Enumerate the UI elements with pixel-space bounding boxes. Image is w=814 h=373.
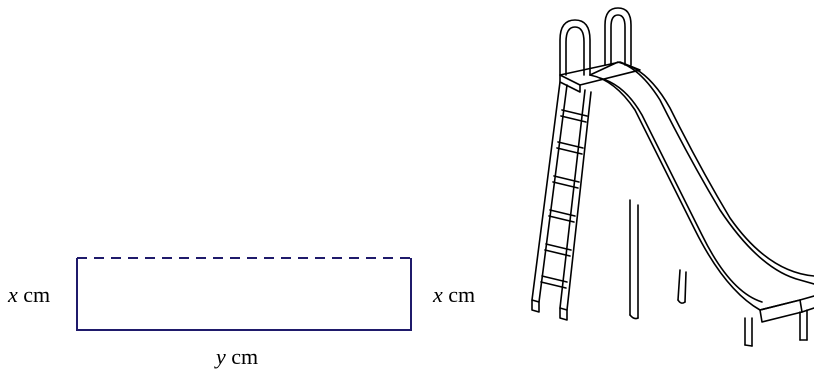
- slide-icon: [531, 7, 814, 347]
- left-side-unit: cm: [23, 282, 51, 307]
- support-legs-icon: [629, 199, 808, 347]
- chute-icon: [589, 61, 814, 323]
- platform-icon: [559, 61, 641, 93]
- right-side-label: x cm: [433, 284, 475, 306]
- left-side-variable: x: [8, 282, 18, 307]
- cross-section-diagram: [76, 257, 412, 331]
- ladder-icon: [531, 81, 592, 321]
- left-side-label: x cm: [8, 284, 50, 306]
- bottom-side-unit: cm: [231, 344, 259, 369]
- bottom-side-variable: y: [216, 344, 226, 369]
- right-side-variable: x: [433, 282, 443, 307]
- bottom-side-label: y cm: [216, 346, 258, 368]
- right-side-unit: cm: [448, 282, 476, 307]
- handrail-icon: [559, 7, 632, 76]
